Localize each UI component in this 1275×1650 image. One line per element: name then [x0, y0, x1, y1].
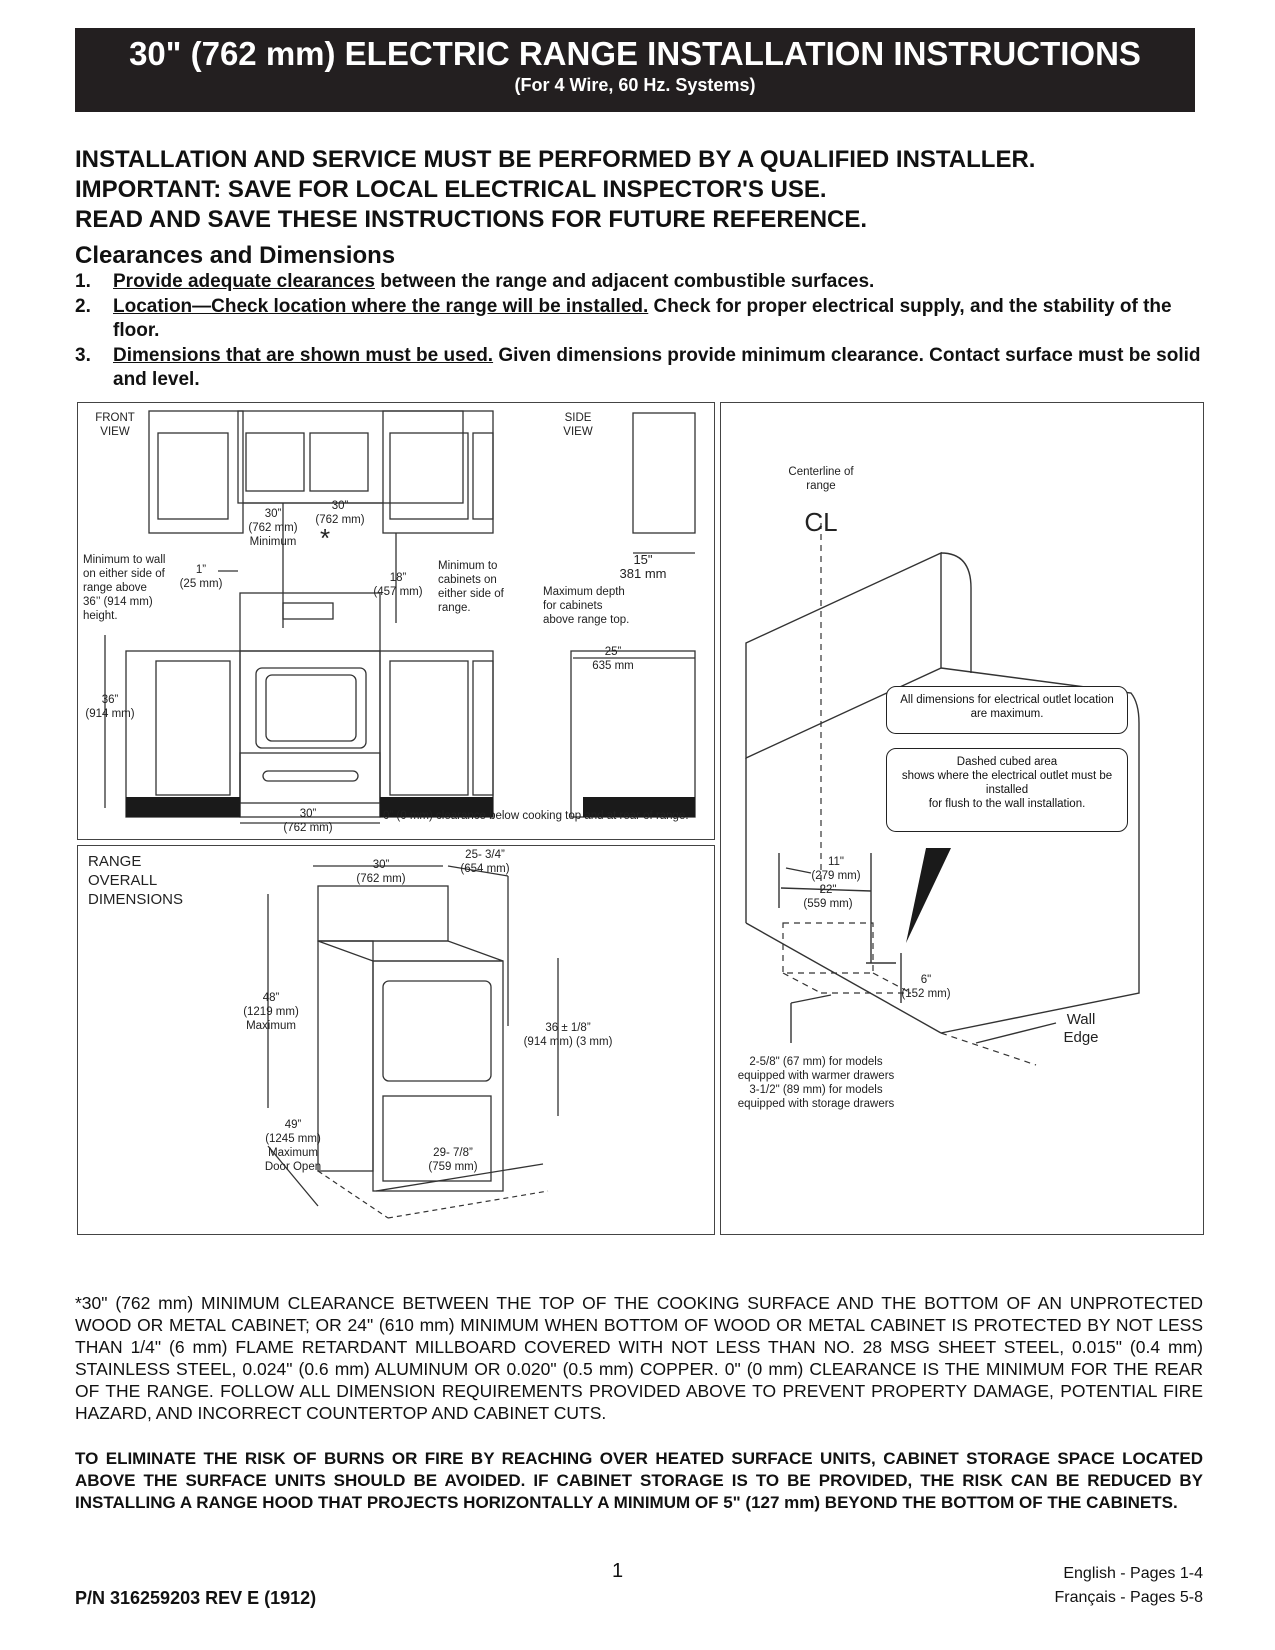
- info-box-maximum-text: All dimensions for electrical outlet loc…: [900, 694, 1114, 720]
- step-text: Given dimensions provide minimum clearan…: [113, 345, 1201, 390]
- dim-door-open-49: 49” (1245 mm) Maximum Door Open: [264, 1119, 322, 1173]
- warning-line: IMPORTANT: SAVE FOR LOCAL ELECTRICAL INS…: [75, 176, 827, 203]
- dim-30-minimum: 30” (762 mm) Minimum: [248, 508, 298, 548]
- centerline-label: Centerline of range: [788, 466, 854, 492]
- warning-line: READ AND SAVE THESE INSTRUCTIONS FOR FUT…: [75, 206, 868, 233]
- step-underlined: Dimensions that are shown must be used.: [113, 345, 494, 366]
- section-title: Clearances and Dimensions: [75, 242, 396, 269]
- overall-dimensions-panel: RANGE OVERALL DIMENSIONS 30” (762 mm) 25…: [77, 845, 715, 1235]
- step-text: between the range and adjacent combustib…: [374, 271, 875, 292]
- dim-18-inch: 18” (457 mm): [373, 572, 423, 598]
- dim-36-inch: 36” (914 mm): [85, 694, 135, 720]
- language-pages: English - Pages 1-4 Français - Pages 5-8: [1054, 1562, 1203, 1610]
- dim-depth-25-3-4: 25- 3/4” (654 mm): [460, 849, 510, 875]
- step-number: 1.: [75, 271, 91, 292]
- outlet-location-panel: Centerline of range CL All dimensions fo…: [720, 402, 1204, 1235]
- step-number: 3.: [75, 345, 91, 366]
- info-box-dashed-text: Dashed cubed area shows where the electr…: [901, 756, 1113, 810]
- dim-height-48: 48” (1219 mm) Maximum: [243, 992, 299, 1032]
- info-box-maximum: All dimensions for electrical outlet loc…: [886, 686, 1128, 734]
- range-3d-drawing: [267, 865, 559, 1219]
- installer-warnings: INSTALLATION AND SERVICE MUST BE PERFORM…: [75, 145, 1205, 235]
- lang-french: Français - Pages 5-8: [1054, 1589, 1203, 1606]
- asterisk-mark: *: [319, 523, 331, 553]
- dim-15-inch: 15" 381 mm: [619, 552, 667, 581]
- clearance-footnote: *30" (762 mm) MINIMUM CLEARANCE BETWEEN …: [75, 1293, 1203, 1423]
- steps-list: 1. Provide adequate clearances between th…: [75, 270, 1205, 393]
- zero-clearance-note: 0” (0 mm) clearance below cooking top an…: [383, 810, 689, 822]
- part-number: P/N 316259203 REV E (1912): [75, 1588, 317, 1608]
- side-view-label: SIDE VIEW: [563, 412, 593, 438]
- outlet-3d-drawing: [745, 523, 1140, 1066]
- min-wall-note: Minimum to wall on either side of range …: [83, 554, 166, 622]
- wall-edge-label: Wall Edge: [1063, 1011, 1099, 1046]
- title-banner: 30" (762 mm) ELECTRIC RANGE INSTALLATION…: [75, 28, 1195, 112]
- front-view-label: FRONT VIEW: [95, 412, 135, 438]
- step-number: 2.: [75, 296, 91, 317]
- document-title: 30" (762 mm) ELECTRIC RANGE INSTALLATION…: [129, 35, 1141, 72]
- dim-depth-29-7-8: 29- 7/8” (759 mm): [428, 1147, 478, 1173]
- warning-line: INSTALLATION AND SERVICE MUST BE PERFORM…: [75, 146, 1036, 173]
- burn-fire-warning: TO ELIMINATE THE RISK OF BURNS OR FIRE B…: [75, 1449, 1203, 1512]
- drawer-models-note: 2-5/8" (67 mm) for models equipped with …: [737, 1056, 895, 1110]
- dim-22-inch: 22" (559 mm): [803, 884, 853, 910]
- page-number: 1: [612, 1560, 624, 1582]
- lang-english: English - Pages 1-4: [1063, 1565, 1203, 1582]
- front-view-drawing: [104, 410, 696, 824]
- centerline-symbol: CL: [804, 507, 838, 537]
- dim-30-top: 30” (762 mm): [315, 500, 365, 526]
- front-side-view-panel: FRONT VIEW SIDE VIEW 30” (762 mm) Minimu…: [77, 402, 715, 840]
- min-cabinets-note: Minimum to cabinets on either side of ra…: [438, 560, 504, 614]
- dim-width-30: 30” (762 mm): [356, 859, 406, 885]
- step-underlined: Provide adequate clearances: [113, 271, 375, 292]
- dim-30-bottom: 30” (762 mm): [283, 808, 333, 834]
- info-box-dashed-area: Dashed cubed area shows where the electr…: [886, 748, 1128, 832]
- dim-25-inch: 25” 635 mm: [592, 646, 634, 672]
- dim-counter-36: 36 ± 1/8” (914 mm) (3 mm): [523, 1022, 613, 1048]
- step-item: 3. Dimensions that are shown must be used…: [75, 344, 1205, 392]
- document-subtitle: (For 4 Wire, 60 Hz. Systems): [514, 75, 756, 95]
- step-item: 1. Provide adequate clearances between th…: [75, 270, 1205, 294]
- max-depth-note: Maximum depth for cabinets above range t…: [543, 586, 630, 626]
- dim-11-inch: 11" (279 mm): [811, 856, 861, 882]
- overall-dimensions-title: RANGE OVERALL DIMENSIONS: [88, 853, 184, 908]
- step-item: 2. Location—Check location where the rang…: [75, 295, 1205, 343]
- dim-6-inch: 6" (152 mm): [901, 974, 951, 1000]
- dim-1-inch: 1” (25 mm): [179, 564, 223, 590]
- step-text: Check for proper electrical supply, and …: [113, 296, 1172, 341]
- step-underlined: Location—Check location where the range …: [113, 296, 649, 317]
